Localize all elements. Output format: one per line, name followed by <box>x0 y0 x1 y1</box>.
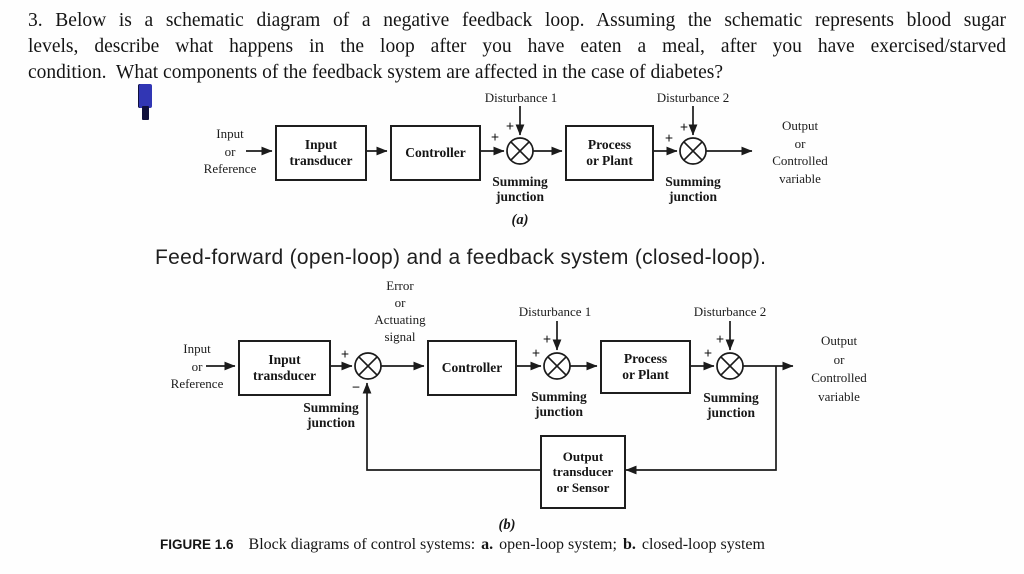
block-input-transducer-b: Input transducer <box>238 340 331 396</box>
text-cursor-icon <box>138 84 152 108</box>
figure-number: FIGURE 1.6 <box>160 537 234 552</box>
block-process-plant-a: Process or Plant <box>565 125 654 181</box>
label-disturbance2-a: Disturbance 2 <box>656 90 730 105</box>
sign-plus-input-b3: + <box>703 346 713 362</box>
caption-text-2: open-loop system; <box>499 536 617 553</box>
label-input-reference-a: Input or Reference <box>203 126 257 176</box>
summing-junction-b1 <box>354 352 382 380</box>
sign-plus-disturbance1-a: + <box>505 119 515 135</box>
label-disturbance2-b: Disturbance 2 <box>693 304 767 319</box>
sign-plus-disturbance1-b: + <box>542 332 552 348</box>
section-heading: Feed-forward (open-loop) and a feedback … <box>155 246 767 269</box>
label-disturbance1-b: Disturbance 1 <box>518 304 592 319</box>
question-line-2: levels, describe what happens in the loo… <box>28 36 1006 57</box>
sign-plus-input-a2: + <box>664 131 674 147</box>
label-summing-junction-b3: Summing junction <box>703 390 759 420</box>
caption-b-label: b. <box>622 536 636 553</box>
summing-junction-a1 <box>506 137 534 165</box>
block-controller-a: Controller <box>390 125 481 181</box>
block-controller-b: Controller <box>427 340 517 396</box>
label-summing-junction-b1: Summing junction <box>303 400 359 430</box>
summing-junction-a2 <box>679 137 707 165</box>
question-line-1: 3. Below is a schematic diagram of a neg… <box>28 10 1006 31</box>
label-error-actuating-signal: Error or Actuating signal <box>374 278 426 344</box>
block-process-plant-b: Process or Plant <box>600 340 691 394</box>
label-disturbance1-a: Disturbance 1 <box>484 90 558 105</box>
label-summing-junction-a2: Summing junction <box>665 174 721 204</box>
block-output-transducer: Output transducer or Sensor <box>540 435 626 509</box>
question-line-3: condition. What components of the feedba… <box>28 62 724 83</box>
tag-a: (a) <box>511 212 529 228</box>
label-summing-junction-a1: Summing junction <box>492 174 548 204</box>
label-summing-junction-b2: Summing junction <box>531 389 587 419</box>
sign-plus-input-a1: + <box>490 130 500 146</box>
block-input-transducer-a: Input transducer <box>275 125 367 181</box>
label-output-variable-b: Output or Controlled variable <box>811 333 867 404</box>
sign-plus-input-b1: + <box>340 347 350 363</box>
caption-text-1: Block diagrams of control systems: <box>248 536 476 553</box>
text-cursor-stem <box>142 106 149 120</box>
sign-minus-feedback-b1: − <box>351 380 361 396</box>
feedback-wire-left <box>362 382 540 471</box>
caption-text-3: closed-loop system <box>641 536 765 553</box>
label-input-reference-b: Input or Reference <box>170 341 224 391</box>
sign-plus-disturbance2-a: + <box>679 120 689 136</box>
caption-a-label: a. <box>481 536 494 553</box>
tag-b: (b) <box>498 517 516 533</box>
label-output-variable-a: Output or Controlled variable <box>772 118 828 186</box>
sign-plus-input-b2: + <box>531 346 541 362</box>
figure-caption: FIGURE 1.6 Block diagrams of control syst… <box>160 536 765 554</box>
summing-junction-b2 <box>543 352 571 380</box>
sign-plus-disturbance2-b: + <box>715 332 725 348</box>
summing-junction-b3 <box>716 352 744 380</box>
